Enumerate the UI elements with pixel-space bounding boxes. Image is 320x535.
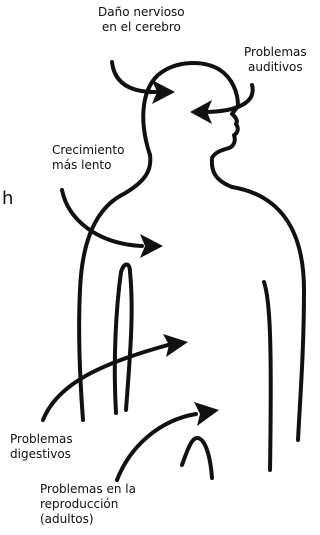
arrow-digestive — [41, 343, 170, 422]
label-brain-damage: Daño nervioso en el cerebro — [98, 5, 185, 35]
label-line: Problemas — [10, 432, 73, 446]
label-line: Daño nervioso — [98, 5, 185, 19]
label-line: digestivos — [10, 447, 71, 461]
arrowhead-growth — [140, 234, 163, 258]
label-reproduction-problems: Problemas en la reproducción (adultos) — [40, 482, 136, 527]
crotch-outline — [180, 436, 214, 480]
arrow-brain — [110, 60, 157, 94]
arrowhead-reproduction — [194, 402, 219, 426]
label-line: más lento — [52, 158, 112, 172]
head-outline — [141, 61, 240, 160]
label-line: auditivos — [248, 60, 303, 74]
label-line: en el cerebro — [101, 20, 181, 34]
arrowhead-brain — [152, 80, 175, 104]
right-inner-arm — [262, 280, 273, 472]
neck-outline — [118, 153, 153, 198]
label-hearing-problems: Problemas auditivos — [244, 45, 307, 75]
label-line: Problemas — [244, 45, 307, 59]
left-inner-arm — [112, 262, 134, 415]
label-line: Problemas en la — [40, 482, 136, 496]
arrowhead-digestive — [163, 334, 188, 357]
label-digestive-problems: Problemas digestivos — [10, 432, 73, 462]
label-line: reproducción — [40, 497, 119, 511]
label-line: (adultos) — [40, 512, 94, 526]
arrowhead-hearing — [190, 100, 212, 124]
arrow-hearing — [201, 83, 255, 114]
arrow-reproduction — [115, 412, 198, 482]
left-arm-outline — [77, 194, 122, 422]
edge-text-fragment: h — [2, 188, 14, 209]
neck-outline-right — [209, 156, 234, 189]
label-line: Crecimiento — [52, 143, 125, 157]
label-slower-growth: Crecimiento más lento — [52, 143, 124, 173]
arrow-growth — [60, 188, 144, 248]
right-arm-outline — [230, 185, 306, 442]
